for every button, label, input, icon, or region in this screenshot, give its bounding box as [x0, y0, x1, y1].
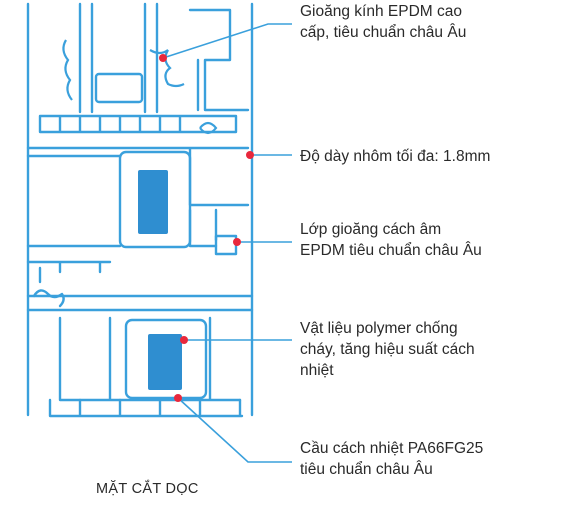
marker-4: [180, 336, 188, 344]
callout-label-thermal-break: Cầu cách nhiệt PA66FG25 tiêu chuẩn châu …: [300, 440, 484, 478]
lower-frame: [26, 294, 254, 402]
glazing-bead: [94, 72, 144, 104]
seal-mid: [214, 234, 238, 256]
marker-2: [246, 151, 254, 159]
insulation-upper: [138, 170, 168, 234]
glass-pane: [78, 2, 159, 114]
callout-label-acoustic-gasket: Lớp gioăng cách âm EPDM tiêu chuẩn châu …: [300, 221, 482, 259]
diagram-caption: MẶT CẮT DỌC: [96, 481, 199, 497]
marker-3: [233, 238, 241, 246]
insulation-lower: [148, 334, 182, 390]
callout-label-glass-gasket: Gioăng kính EPDM cao cấp, tiêu chuẩn châ…: [300, 3, 467, 41]
sash-upper: [188, 8, 250, 112]
marker-1: [159, 54, 167, 62]
glass-seal-left: [62, 39, 73, 101]
marker-5: [174, 394, 182, 402]
sash-rail: [38, 114, 238, 134]
seal-right-upper: [199, 121, 218, 135]
leader-1: [162, 23, 292, 59]
transom-lower: [26, 208, 218, 284]
seal-left: [32, 289, 65, 308]
thermal-break-upper-frame: [118, 150, 192, 249]
callout-label-aluminium-thickness: Độ dày nhôm tối đa: 1.8mm: [300, 148, 491, 165]
leader-5: [177, 397, 292, 463]
callout-label-polymer-material: Vật liệu polymer chống cháy, tăng hiệu s…: [300, 320, 475, 379]
thermal-break-lower-frame: [124, 318, 208, 400]
sill: [48, 398, 244, 418]
glass-seal-right: [149, 49, 185, 88]
